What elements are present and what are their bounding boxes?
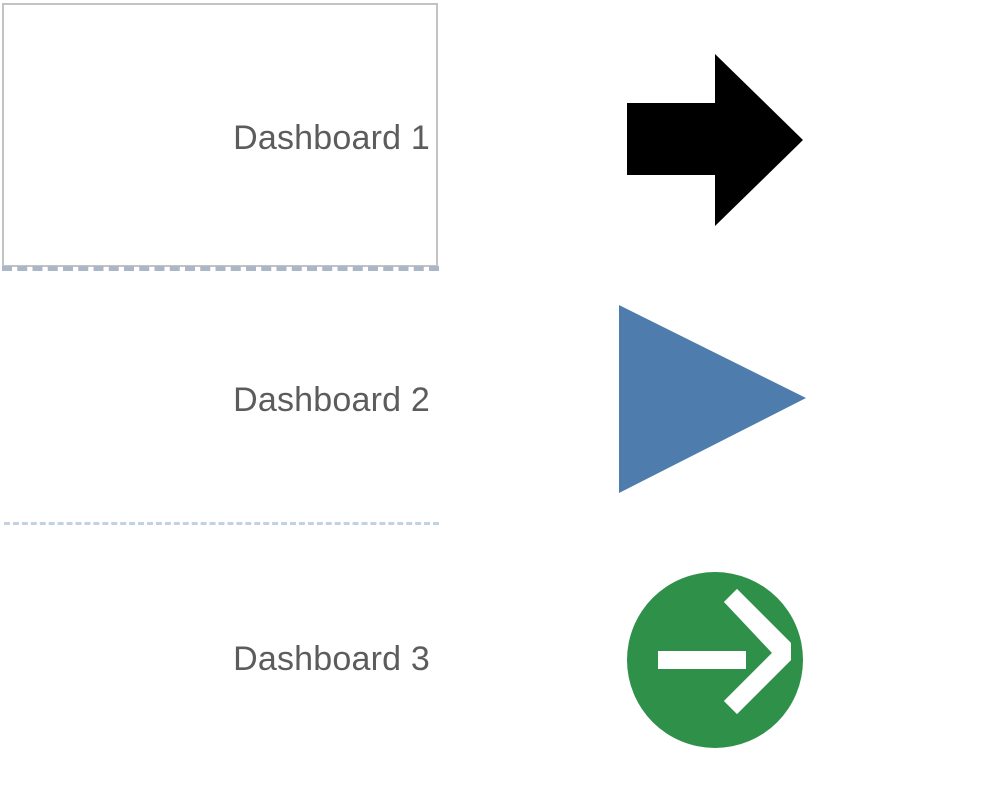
section-dashed-rule (4, 522, 439, 525)
panel-bottom-dashed-rule (2, 266, 439, 271)
green-circle-arrow-right-icon[interactable] (620, 565, 810, 755)
dashboard-1-panel[interactable] (2, 3, 438, 267)
dashboard-2-label: Dashboard 2 (233, 381, 430, 419)
blue-right-pointing-triangle-icon[interactable] (612, 298, 812, 500)
dashboard-3-label: Dashboard 3 (233, 640, 430, 678)
dashboard-1-label: Dashboard 1 (233, 119, 430, 157)
solid-black-block-arrow-right-icon[interactable] (620, 45, 810, 235)
